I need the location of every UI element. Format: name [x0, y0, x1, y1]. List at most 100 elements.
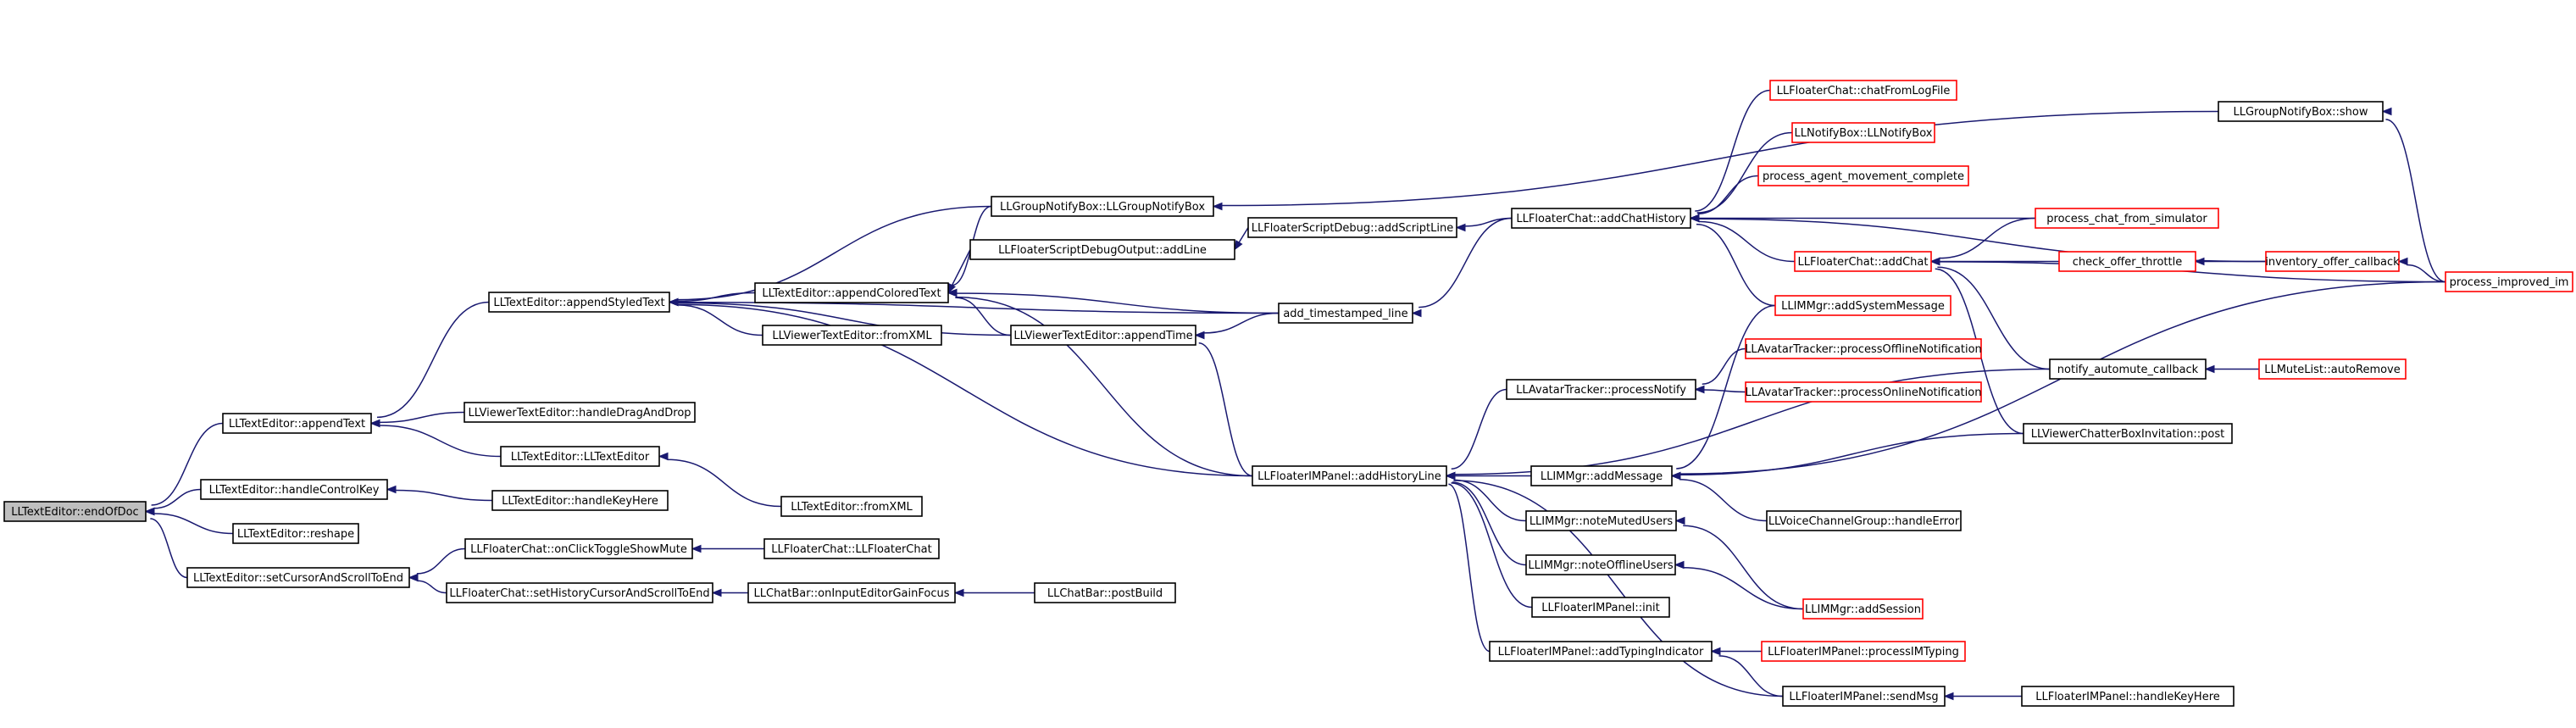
node-n33[interactable]: LLFloaterChat::addChat	[1794, 251, 1932, 272]
node-box	[446, 582, 713, 603]
node-n46[interactable]: LLFloaterIMPanel::handleKeyHere	[2021, 686, 2235, 707]
node-box	[1794, 251, 1932, 272]
node-n38[interactable]: LLIMMgr::addSession	[1802, 598, 1924, 620]
node-label: process_improved_im	[2450, 276, 2569, 289]
node-n9[interactable]: LLFloaterChat::onClickToggleShowMute	[464, 538, 693, 559]
node-n10[interactable]: LLFloaterChat::setHistoryCursorAndScroll…	[446, 582, 713, 603]
node-label: LLFloaterChat::LLFloaterChat	[771, 543, 931, 556]
node-box	[1745, 381, 1982, 403]
node-n17[interactable]: LLTextEditor::appendColoredText	[754, 282, 949, 303]
edge-n32-to-n23	[1689, 175, 1759, 223]
node-box	[1774, 295, 1951, 316]
node-n34[interactable]: LLIMMgr::addSystemMessage	[1774, 295, 1951, 316]
edge-n20-to-n17	[947, 288, 1253, 477]
node-box	[1802, 598, 1924, 620]
node-n11[interactable]: LLTextEditor::fromXML	[780, 496, 923, 517]
node-box	[1247, 217, 1457, 238]
node-label: LLTextEditor::appendText	[229, 418, 365, 431]
node-n32[interactable]: process_agent_movement_complete	[1757, 165, 1969, 186]
node-n25[interactable]: LLIMMgr::addMessage	[1530, 465, 1673, 486]
node-box	[1766, 510, 1962, 531]
node-box	[222, 413, 372, 434]
node-label: LLIMMgr::addSession	[1805, 603, 1921, 616]
node-n28[interactable]: LLFloaterIMPanel::init	[1531, 597, 1670, 618]
edge-n28-to-n20	[1445, 471, 1533, 609]
edge-n19-to-n17	[947, 288, 1012, 336]
edge-n49-to-n41	[2381, 107, 2446, 283]
edge-n34-to-n23	[1689, 214, 1776, 307]
node-n7[interactable]: LLTextEditor::LLTextEditor	[500, 446, 660, 467]
edge-n42-to-n33	[1929, 217, 2036, 266]
node-label: LLTextEditor::appendColoredText	[762, 287, 941, 300]
node-n26[interactable]: LLIMMgr::noteMutedUsers	[1525, 510, 1677, 531]
nodes-layer: LLTextEditor::endOfDocLLTextEditor::appe…	[3, 80, 2573, 707]
node-n14[interactable]: LLChatBar::postBuild	[1034, 582, 1176, 603]
node-n40[interactable]: LLFloaterIMPanel::sendMsg	[1782, 686, 1946, 707]
node-n30[interactable]: LLFloaterChat::chatFromLogFile	[1769, 80, 1957, 101]
node-label: LLFloaterIMPanel::addHistoryLine	[1257, 470, 1441, 483]
node-label: notify_automute_callback	[2057, 364, 2199, 376]
node-n13[interactable]: LLChatBar::onInputEditorGainFocus	[747, 582, 956, 603]
node-n27[interactable]: LLIMMgr::noteOfflineUsers	[1525, 554, 1676, 575]
node-label: LLTextEditor::reshape	[237, 528, 354, 541]
node-n2[interactable]: LLTextEditor::handleControlKey	[200, 479, 388, 500]
node-n23[interactable]: LLFloaterChat::addChatHistory	[1511, 208, 1691, 229]
node-n42[interactable]: process_chat_from_simulator	[2035, 208, 2219, 229]
edge-n10-to-n4	[408, 573, 447, 594]
node-n3[interactable]: LLTextEditor::reshape	[232, 523, 359, 544]
edge-n33-to-n23	[1689, 214, 1796, 263]
edge-n36-to-n24	[1694, 385, 1746, 394]
node-n35[interactable]: LLAvatarTracker::processOfflineNotificat…	[1745, 338, 1982, 359]
node-n6[interactable]: LLViewerTextEditor::handleDragAndDrop	[464, 402, 696, 423]
node-n48[interactable]: LLMuteList::autoRemove	[2258, 358, 2407, 380]
node-n44[interactable]: notify_automute_callback	[2049, 358, 2207, 380]
node-n45[interactable]: LLViewerChatterBoxInvitation::post	[2023, 423, 2233, 444]
node-n37[interactable]: LLVoiceChannelGroup::handleError	[1766, 510, 1962, 531]
node-label: LLViewerTextEditor::handleDragAndDrop	[468, 407, 691, 420]
node-n36[interactable]: LLAvatarTracker::processOnlineNotificati…	[1745, 381, 1982, 403]
edge-n22-to-n19	[1194, 312, 1280, 340]
node-box	[1530, 465, 1673, 486]
node-n20[interactable]: LLFloaterIMPanel::addHistoryLine	[1252, 465, 1447, 486]
node-box	[2218, 101, 2384, 122]
node-n41[interactable]: LLGroupNotifyBox::show	[2218, 101, 2384, 122]
node-n5[interactable]: LLTextEditor::appendStyledText	[488, 292, 670, 313]
node-n4[interactable]: LLTextEditor::setCursorAndScrollToEnd	[186, 567, 410, 588]
edge-n48-to-n44	[2204, 364, 2260, 374]
node-n24[interactable]: LLAvatarTracker::processNotify	[1506, 379, 1696, 400]
node-box	[762, 325, 942, 346]
node-n39[interactable]: LLFloaterIMPanel::processIMTyping	[1761, 641, 1966, 662]
node-n47[interactable]: inventory_offer_callback	[2265, 251, 2400, 272]
node-box	[1010, 325, 1196, 346]
node-box	[1034, 582, 1176, 603]
node-label: LLIMMgr::addSystemMessage	[1781, 300, 1945, 313]
node-n16[interactable]: LLFloaterScriptDebugOutput::addLine	[969, 239, 1235, 260]
node-box	[464, 538, 693, 559]
node-box	[969, 239, 1235, 260]
node-box	[1531, 597, 1670, 618]
node-label: LLFloaterIMPanel::handleKeyHere	[2035, 691, 2220, 703]
node-n22[interactable]: add_timestamped_line	[1278, 303, 1413, 324]
edge-n26-to-n20	[1445, 471, 1527, 522]
node-n15[interactable]: LLGroupNotifyBox::LLGroupNotifyBox	[991, 196, 1214, 217]
node-n19[interactable]: LLViewerTextEditor::appendTime	[1010, 325, 1196, 346]
node-n49[interactable]: process_improved_im	[2445, 271, 2573, 292]
node-label: process_agent_movement_complete	[1763, 170, 1964, 183]
edge-n46-to-n40	[1943, 692, 2023, 701]
node-n8[interactable]: LLTextEditor::handleKeyHere	[491, 490, 669, 511]
node-box	[991, 196, 1214, 217]
node-n12[interactable]: LLFloaterChat::LLFloaterChat	[763, 538, 940, 559]
node-n21[interactable]: LLFloaterScriptDebug::addScriptLine	[1247, 217, 1457, 238]
node-n1[interactable]: LLTextEditor::appendText	[222, 413, 372, 434]
edge-n7-to-n1	[369, 419, 502, 458]
node-n31[interactable]: LLNotifyBox::LLNotifyBox	[1791, 122, 1935, 143]
node-n29[interactable]: LLFloaterIMPanel::addTypingIndicator	[1489, 641, 1713, 662]
node-n18[interactable]: LLViewerTextEditor::fromXML	[762, 325, 942, 346]
node-box	[2049, 358, 2207, 380]
node-label: LLFloaterIMPanel::processIMTyping	[1768, 646, 1959, 659]
edge-n23-to-n21	[1455, 217, 1513, 232]
node-box	[2445, 271, 2573, 292]
node-label: LLTextEditor::handleKeyHere	[502, 495, 658, 508]
node-n43[interactable]: check_offer_throttle	[2058, 251, 2196, 272]
node-label: LLViewerTextEditor::fromXML	[772, 330, 932, 342]
